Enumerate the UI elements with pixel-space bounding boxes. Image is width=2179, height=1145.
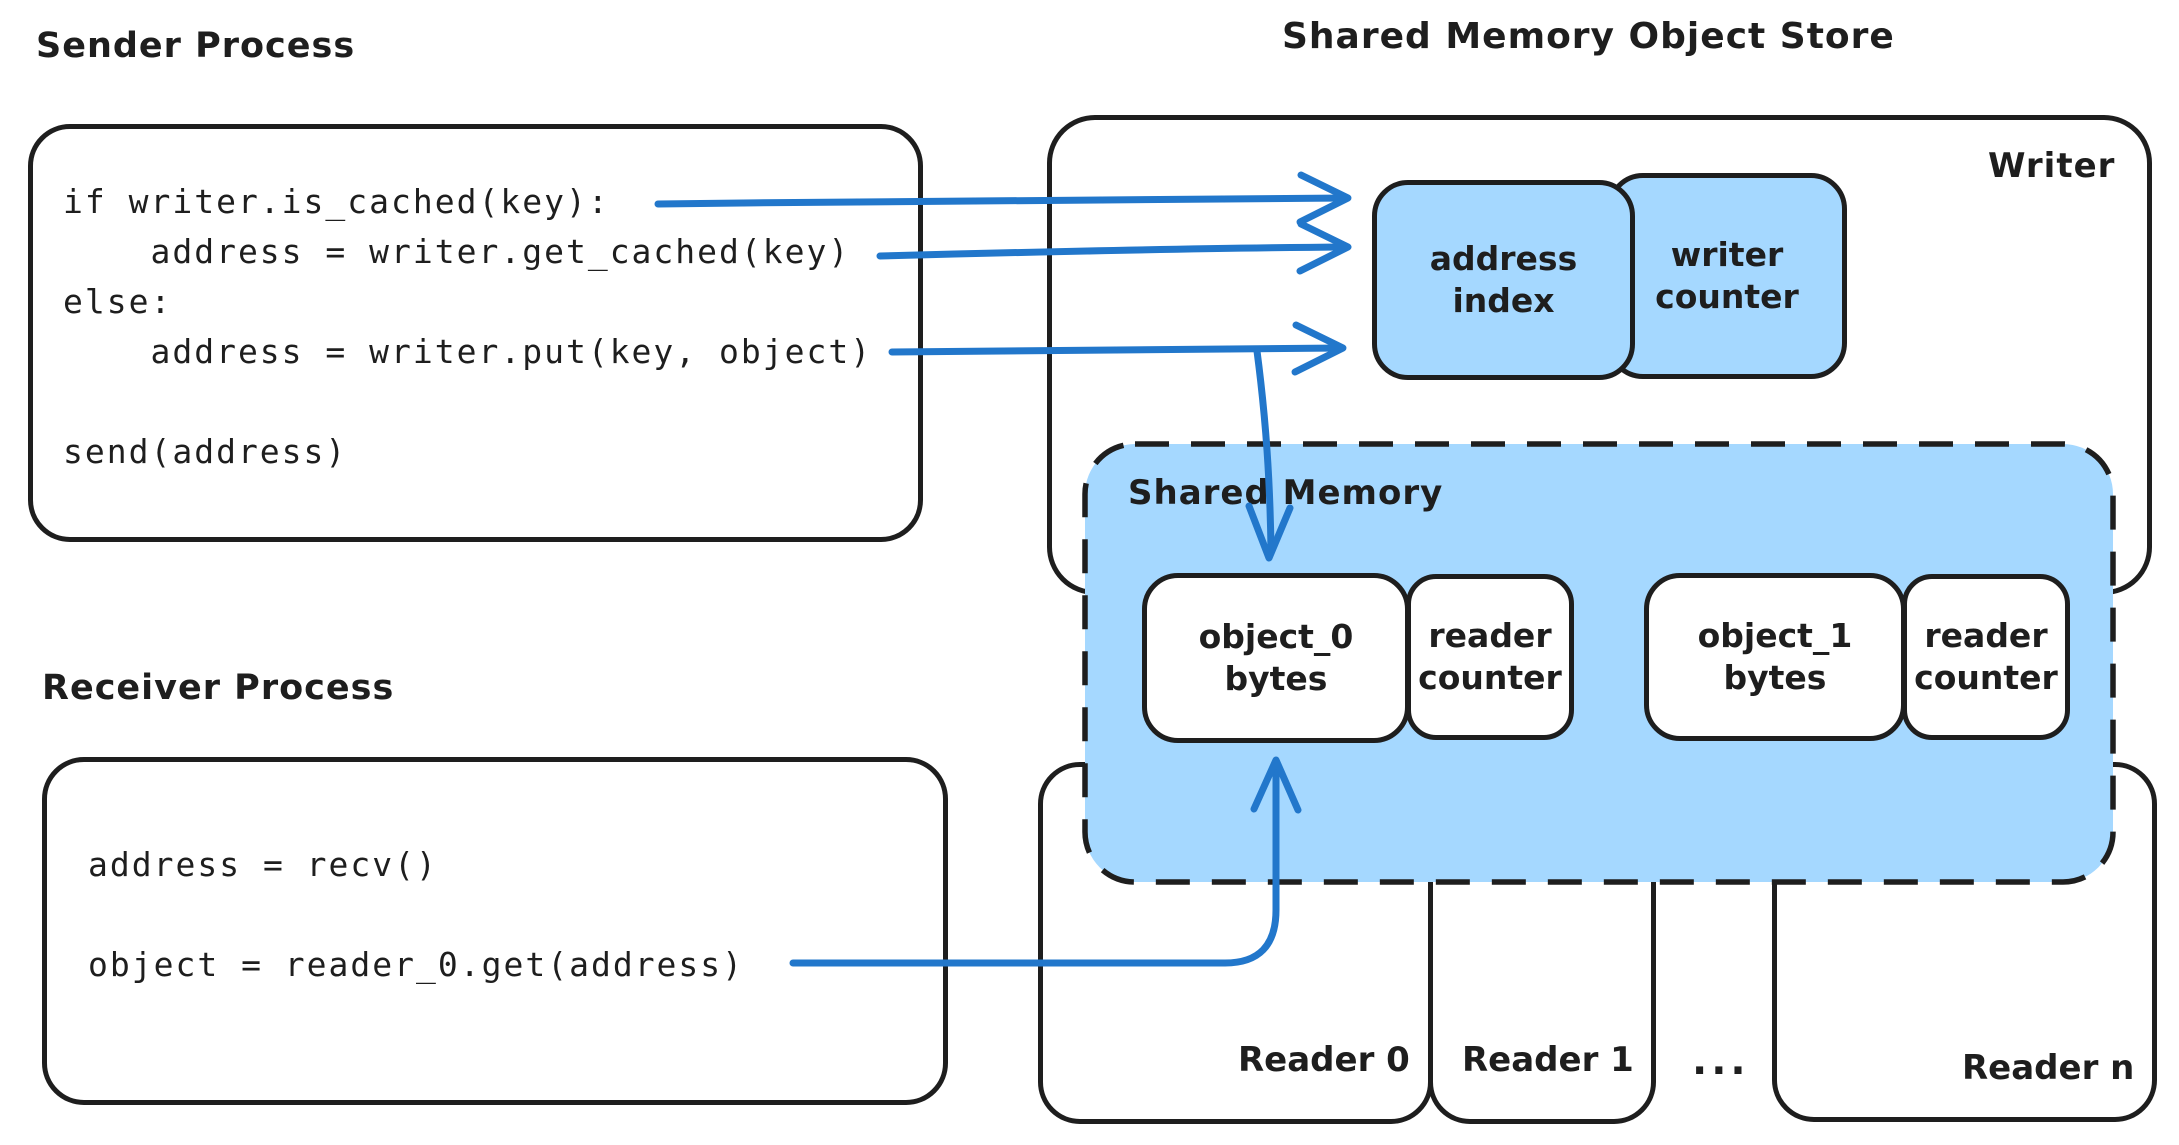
receiver-code: address = recv() object = reader_0.get(a… [88,845,745,984]
reader-n-label: Reader n [1962,1048,2135,1088]
reader-1-label: Reader 1 [1462,1040,1634,1080]
writer-label: Writer [1988,146,2116,186]
sender-code: if writer.is_cached(key): address = writ… [63,182,873,471]
object-1-reader-counter-box: reader counter [1902,574,2070,740]
reader-0-label: Reader 0 [1238,1040,1410,1080]
shared-memory-label: Shared Memory [1128,473,1444,513]
writer-counter-box: writer counter [1607,173,1847,379]
address-index-box: address index [1372,180,1635,380]
object-1-bytes-box: object_1 bytes [1644,573,1906,741]
sender-process-box [28,124,923,542]
store-title: Shared Memory Object Store [1282,16,1895,57]
sender-process-title: Sender Process [36,26,356,66]
object-0-reader-counter-box: reader counter [1406,574,1574,740]
reader-ellipsis: ... [1692,1038,1750,1084]
object-0-bytes-box: object_0 bytes [1142,573,1410,743]
receiver-process-title: Receiver Process [42,668,395,708]
